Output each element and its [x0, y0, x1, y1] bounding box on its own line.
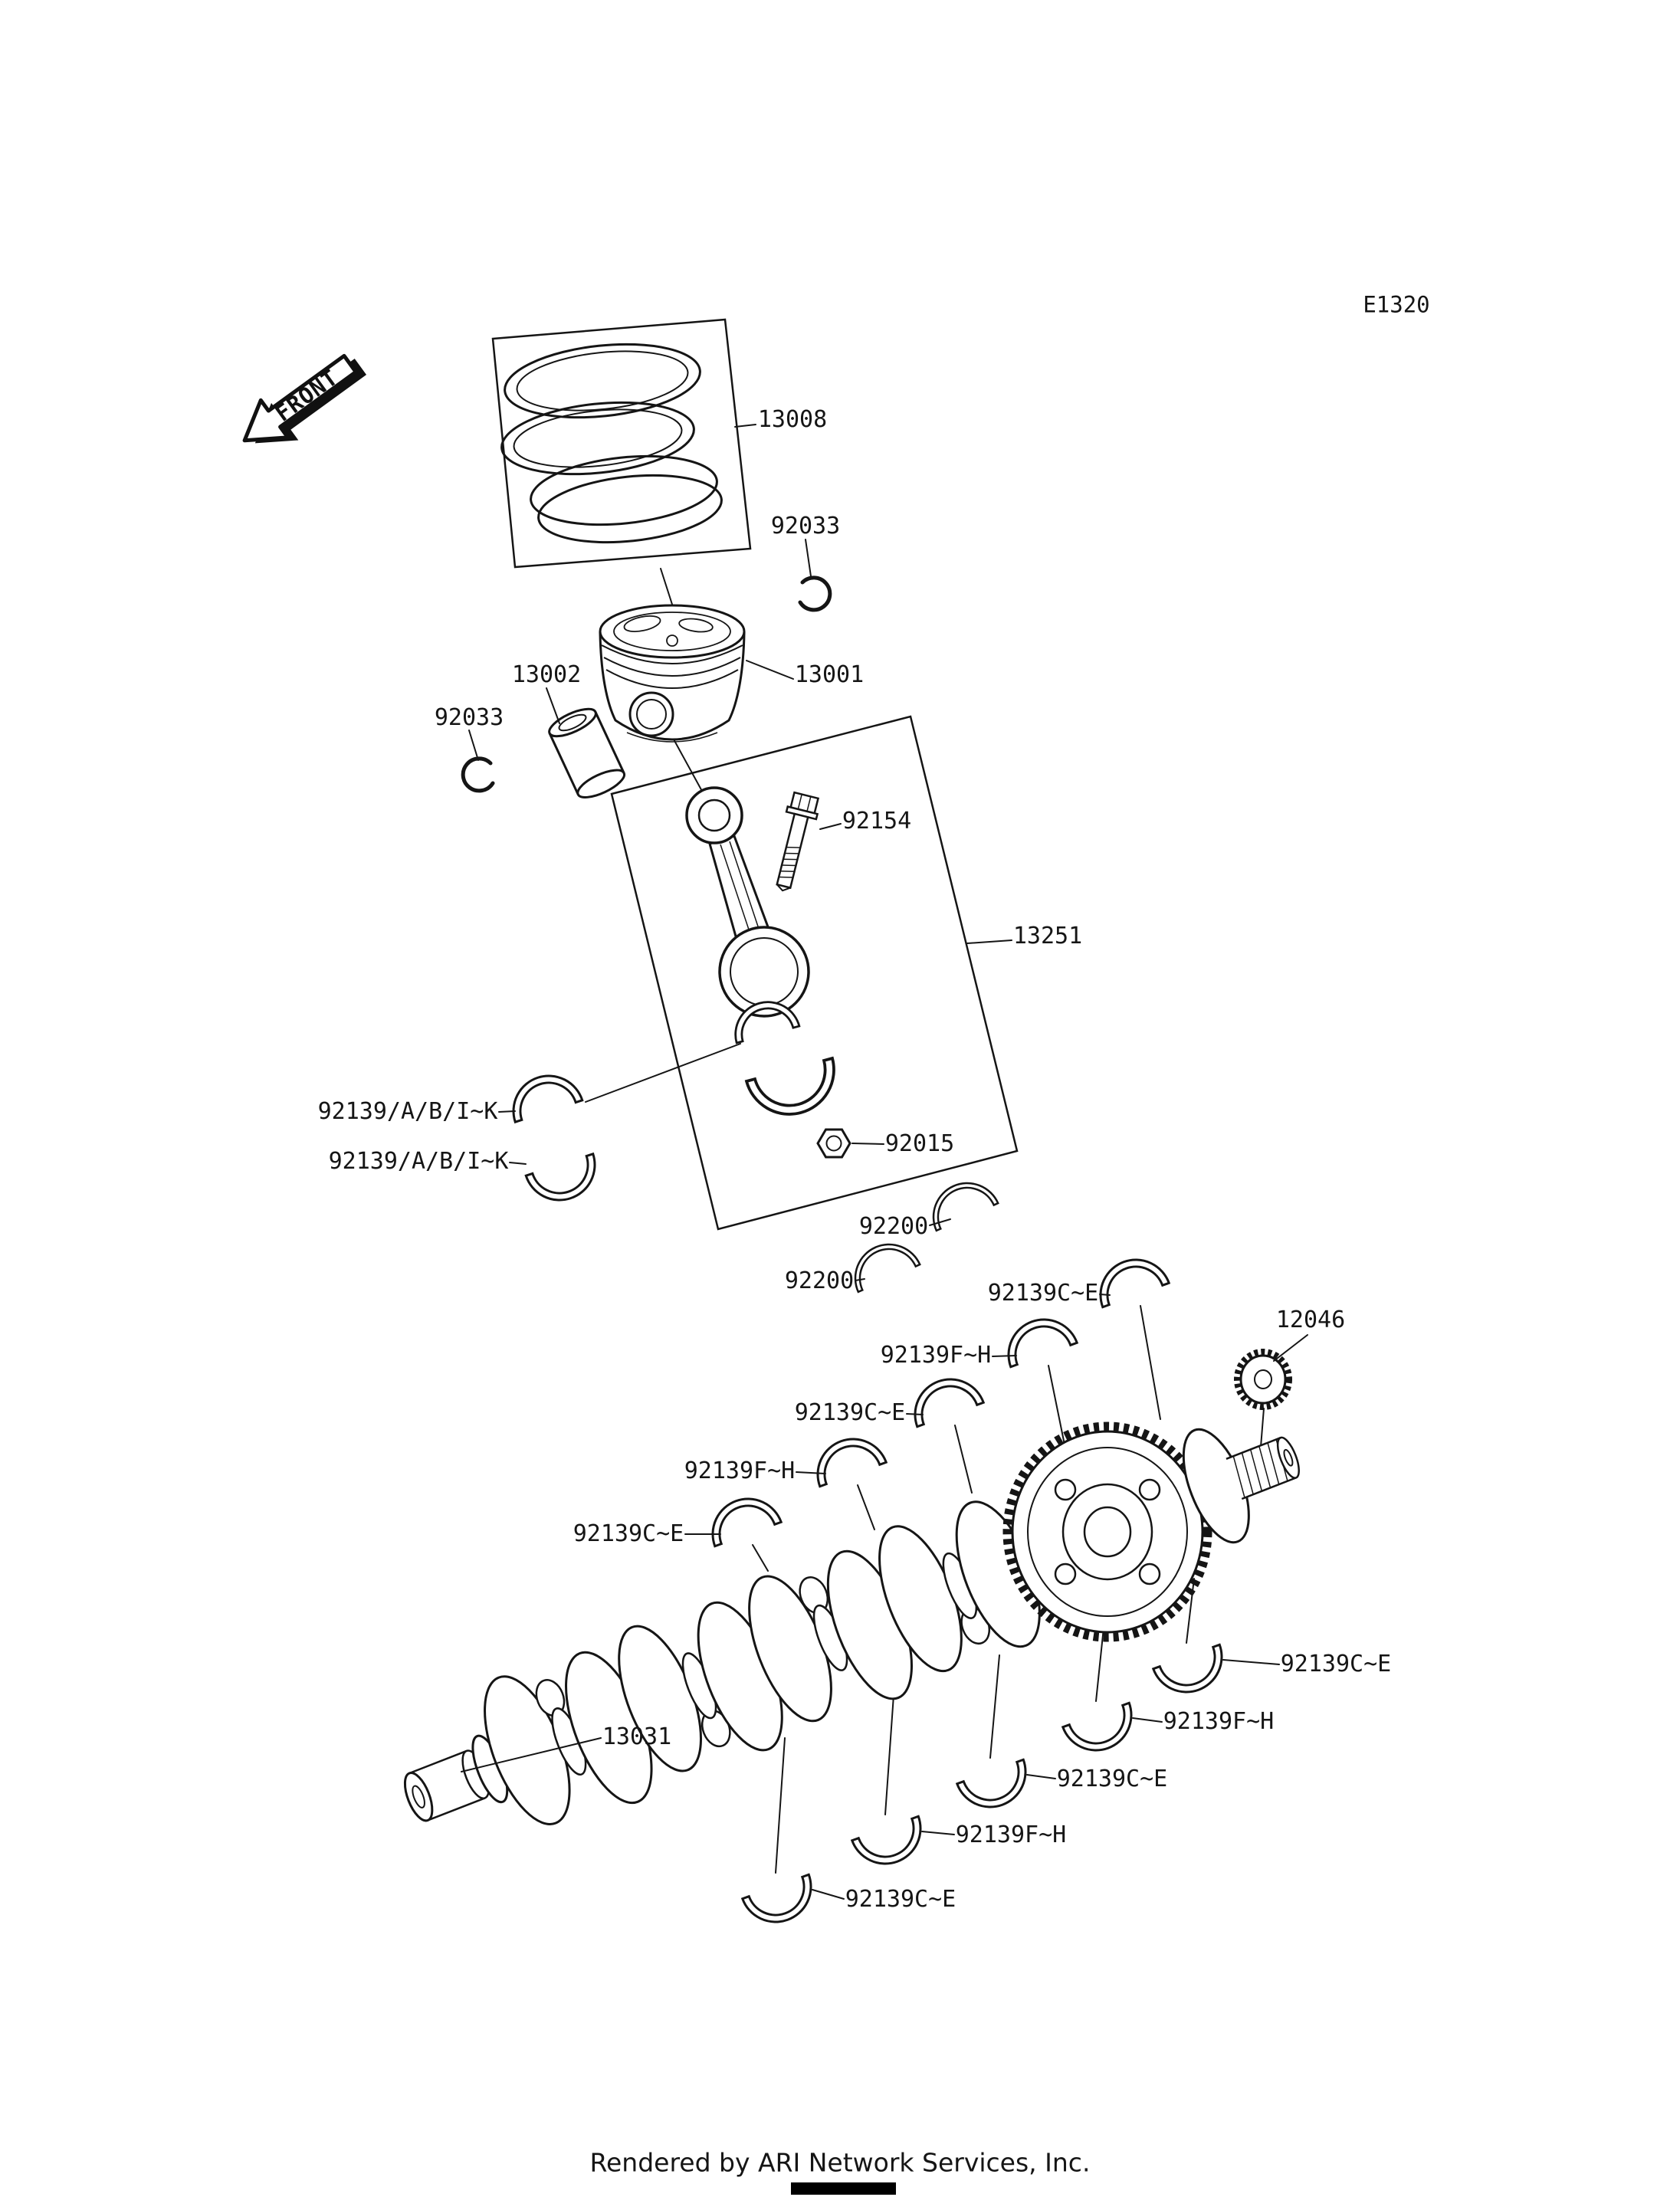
part-label-92139abik-2[interactable]: 92139/A/B/I~K: [328, 1148, 509, 1175]
footer-credit: Rendered by ARI Network Services, Inc.: [589, 2147, 1091, 2178]
part-label-92139ce-3[interactable]: 92139C~E: [573, 1520, 684, 1547]
part-label-92139fh-1[interactable]: 92139F~H: [880, 1342, 992, 1369]
main-bearing-upper-1: [1089, 1248, 1170, 1309]
part-label-92154[interactable]: 92154: [842, 808, 912, 835]
rod-box: [610, 715, 1019, 1231]
part-label-92139ce-6[interactable]: 92139C~E: [845, 1886, 956, 1913]
part-label-92033-top[interactable]: 92033: [770, 513, 841, 539]
circlip-top: [798, 575, 832, 612]
thrust-washer-1: [921, 1171, 999, 1232]
diagram-code: E1320: [1363, 291, 1430, 318]
circlip-left: [461, 756, 495, 793]
part-label-92139ce-2[interactable]: 92139C~E: [794, 1399, 906, 1426]
part-label-92139abik-1[interactable]: 92139/A/B/I~K: [317, 1098, 498, 1125]
part-label-92139fh-4[interactable]: 92139F~H: [955, 1822, 1067, 1848]
part-label-92033-left[interactable]: 92033: [434, 704, 504, 731]
part-label-13008[interactable]: 13008: [757, 406, 828, 433]
footer-bar: [791, 2182, 896, 2195]
front-arrow: FRONT: [242, 353, 367, 444]
ring-box: [491, 318, 752, 569]
part-label-92200-2[interactable]: 92200: [784, 1267, 855, 1294]
leader-lines: [461, 424, 1308, 1900]
oil-pump-gear: [1234, 1349, 1292, 1410]
piston-pin: [548, 707, 626, 798]
main-bearing-lower-1: [1152, 1643, 1233, 1703]
main-bearing-upper-4: [806, 1428, 888, 1488]
main-bearing-upper-5: [701, 1487, 783, 1548]
main-bearing-lower-4: [851, 1815, 932, 1875]
part-label-13031[interactable]: 13031: [602, 1723, 672, 1750]
rod-bearing-lower: [524, 1153, 605, 1211]
primary-gear: [1002, 1421, 1212, 1642]
part-label-13001[interactable]: 13001: [794, 661, 865, 688]
connecting-rod: [685, 786, 810, 1018]
part-label-13251[interactable]: 13251: [1012, 923, 1083, 949]
piston-rings: [500, 343, 723, 544]
part-label-13002[interactable]: 13002: [511, 661, 582, 688]
part-label-92139fh-3[interactable]: 92139F~H: [1163, 1708, 1275, 1735]
part-label-92139ce-4[interactable]: 92139C~E: [1280, 1651, 1392, 1677]
part-label-92139ce-5[interactable]: 92139C~E: [1056, 1766, 1168, 1792]
part-label-92200-1[interactable]: 92200: [858, 1213, 929, 1240]
big-end-cap: [745, 1057, 845, 1126]
crankshaft-output-end: [1182, 1428, 1300, 1544]
main-bearing-lower-5: [741, 1873, 822, 1933]
part-label-92139fh-2[interactable]: 92139F~H: [684, 1458, 796, 1484]
part-label-92139ce-1[interactable]: 92139C~E: [987, 1280, 1099, 1307]
main-bearing-upper-2: [997, 1308, 1078, 1369]
part-label-92015[interactable]: 92015: [884, 1130, 955, 1157]
main-bearing-lower-3: [956, 1758, 1037, 1818]
piston: [599, 604, 746, 743]
rod-bolt: [776, 791, 820, 892]
main-bearing-upper-3: [904, 1368, 985, 1428]
thrust-washer-2: [843, 1232, 921, 1294]
rod-nut: [816, 1128, 851, 1159]
rod-bearing-upper: [503, 1065, 584, 1123]
connector-lines: [585, 568, 1265, 1874]
main-bearing-lower-2: [1061, 1701, 1143, 1762]
part-label-12046[interactable]: 12046: [1275, 1307, 1346, 1333]
